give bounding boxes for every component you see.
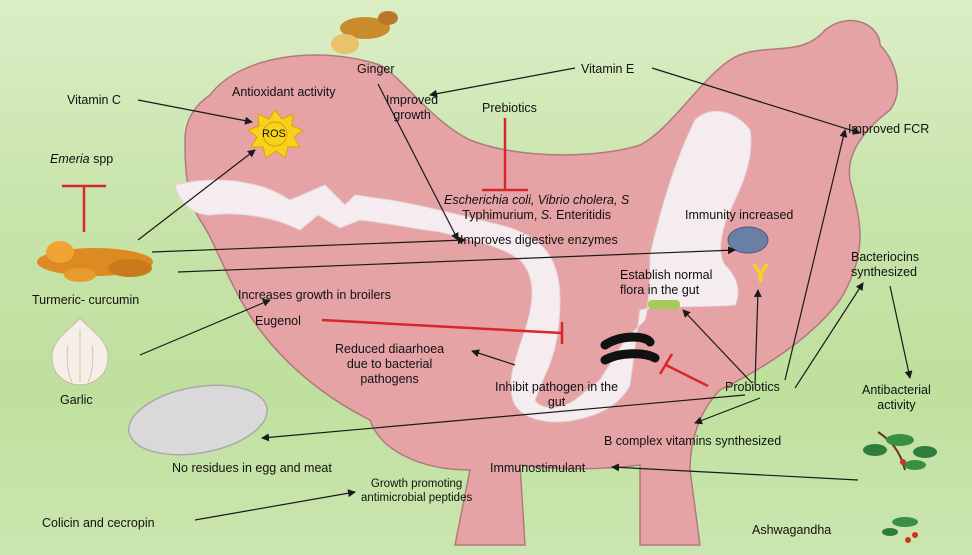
- label-growth-peptides-line1: Growth promoting: [361, 478, 472, 492]
- label-pathogens-line2: Typhimurium, S. Enteritidis: [444, 208, 629, 223]
- label-immunostimulant: Immunostimulant: [490, 461, 585, 476]
- label-b-complex: B complex vitamins synthesized: [604, 434, 781, 449]
- label-bacteriocins: Bacteriocins synthesized: [851, 250, 919, 280]
- label-bacteriocins-line2: synthesized: [851, 265, 919, 280]
- turmeric-icon: [37, 241, 153, 282]
- label-emeria-genus: Emeria: [50, 152, 90, 166]
- garlic-icon: [52, 318, 108, 385]
- label-immunity: Immunity increased: [685, 208, 793, 223]
- label-improved-growth-line1: Improved: [386, 93, 438, 108]
- label-prebiotics: Prebiotics: [482, 101, 537, 116]
- label-diarrhoea-line1: Reduced diaarhoea: [335, 342, 444, 357]
- label-improved-growth: Improved growth: [386, 93, 438, 123]
- label-emeria-spp: spp: [90, 152, 114, 166]
- label-inhibit-pathogen: Inhibit pathogen in the gut: [495, 380, 618, 410]
- label-pathogens-line2-a: Typhimurium,: [462, 208, 541, 222]
- ashwagandha-icon: [863, 432, 937, 543]
- label-inhibit-line2: gut: [495, 395, 618, 410]
- label-diarrhoea-line3: pathogens: [335, 372, 444, 387]
- label-no-residues: No residues in egg and meat: [172, 461, 332, 476]
- label-inhibit-line1: Inhibit pathogen in the: [495, 380, 618, 395]
- label-ros: ROS: [262, 128, 286, 141]
- egg-icon: [123, 375, 272, 464]
- label-normal-flora-line2: flora in the gut: [620, 283, 712, 298]
- label-bacteriocins-line1: Bacteriocins: [851, 250, 919, 265]
- label-normal-flora: Establish normal flora in the gut: [620, 268, 712, 298]
- label-garlic: Garlic: [60, 393, 93, 408]
- label-diarrhoea-line2: due to bacterial: [335, 357, 444, 372]
- label-digestive: Improves digestive enzymes: [460, 233, 618, 248]
- label-turmeric: Turmeric- curcumin: [32, 293, 139, 308]
- label-improved-growth-line2: growth: [386, 108, 438, 123]
- label-pathogens-line2-b: Enteritidis: [553, 208, 611, 222]
- label-emeria: Emeria spp: [50, 152, 113, 167]
- immune-cell-icon: [728, 227, 768, 253]
- antibody-symbol: Y: [752, 258, 769, 289]
- label-colicin: Colicin and cecropin: [42, 516, 155, 531]
- ginger-icon: [331, 11, 398, 54]
- label-improved-fcr: Improved FCR: [848, 122, 929, 137]
- label-ashwagandha: Ashwagandha: [752, 523, 831, 538]
- label-diarrhoea: Reduced diaarhoea due to bacterial patho…: [335, 342, 444, 387]
- label-growth-peptides-line2: antimicrobial peptides: [361, 492, 472, 506]
- label-antioxidant: Antioxidant activity: [232, 85, 336, 100]
- label-vitamin-e: Vitamin E: [581, 62, 634, 77]
- label-probiotics: Probiotics: [725, 380, 780, 395]
- label-eugenol: Eugenol: [255, 314, 301, 329]
- label-ginger: Ginger: [357, 62, 395, 77]
- flora-icon: [648, 300, 680, 309]
- label-antibacterial: Antibacterial activity: [862, 383, 931, 413]
- label-growth-peptides: Growth promoting antimicrobial peptides: [361, 478, 472, 506]
- label-antibacterial-line2: activity: [862, 398, 931, 413]
- label-pathogens-line2-italic: S.: [541, 208, 553, 222]
- label-pathogens: Escherichia coli, Vibrio cholera, S Typh…: [444, 193, 629, 223]
- label-normal-flora-line1: Establish normal: [620, 268, 712, 283]
- label-pathogens-line1: Escherichia coli, Vibrio cholera, S: [444, 193, 629, 208]
- label-vitamin-c: Vitamin C: [67, 93, 121, 108]
- label-growth-broilers: Increases growth in broilers: [238, 288, 391, 303]
- label-antibacterial-line1: Antibacterial: [862, 383, 931, 398]
